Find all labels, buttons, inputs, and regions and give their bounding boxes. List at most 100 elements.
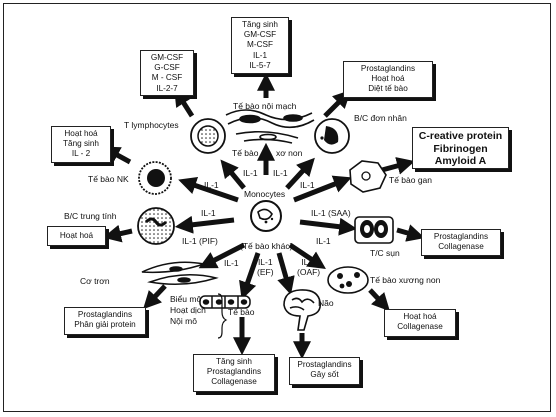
liver-cell [349,160,387,193]
label-il1-ef-line: (EF) [257,267,274,277]
arrow-neutro-out [102,224,133,243]
label-monocytes: Monocytes [244,189,286,199]
diagram-frame [3,3,551,412]
box-line: Hoạt hoá [371,74,405,84]
label-il1-f: IL-1 [316,236,331,246]
label-fibroblast-2: xơ non [276,148,303,158]
arrow-to-neutrophil [174,215,235,234]
label-epithelial-line: Biểu mô [170,294,202,304]
label-il1-d: IL-1 [300,180,315,190]
arrow-to-cartilage [299,217,358,236]
label-epithelial-group: Biểu mô Hoạt dịch Nội mô [170,294,206,327]
arrow-tlymph-out [174,87,195,118]
arrow-muscle-out [143,284,167,310]
endothelial-cells [225,109,315,144]
brain-icon [283,289,322,331]
arrow-osteo-out [368,288,390,312]
box-line: Collagenase [397,322,443,332]
box-cartilage-products: Prostaglandins Collagenase [421,229,501,256]
label-nk: Tế bào NK [88,174,129,184]
arrow-mono-out [323,89,352,118]
signal-arrows [101,72,425,360]
label-endothelial: Tế bào nội mạch [233,101,297,111]
box-line: Amyloid A [434,155,487,167]
neutrophil-cell [137,207,175,245]
label-il1-ef: IL-1 (EF) [257,257,274,277]
box-brain-products: Prostaglandins Gây sốt [289,357,360,385]
box-line: Prostaglandins [433,232,489,241]
smooth-muscle-cells [141,261,219,285]
box-line: M - CSF [151,73,183,83]
label-il1-pif: IL-1 (PIF) [182,236,218,246]
box-line: Tăng sinh [63,139,99,149]
box-osteoblast-products: Hoạt hoá Collagenase [384,309,456,337]
label-il1-oaf-line: (OAF) [297,267,321,277]
label-il1-a: IL-1 [243,168,258,178]
box-line: Prostaglandins [77,310,133,319]
arrow-to-mononuclear [285,157,315,190]
nk-cell [138,161,172,195]
box-line: Prostaglandins [297,360,352,369]
arrow-liver-out [381,157,415,175]
epithelial-cells [199,295,251,309]
label-smooth-muscle: Cơ trơn [80,276,110,286]
box-line: IL-2-7 [156,83,178,93]
box-line: Hoạt hoá [59,231,94,240]
cartilage-cells [354,216,394,244]
label-il1-e: IL-1 [201,208,216,218]
box-line: G-CSF [154,63,180,73]
arrow-cartilage-out [396,224,425,242]
t-lymphocyte-cell [190,118,226,154]
box-neutrophil-products: Hoạt hoá [47,226,106,246]
label-brain: Não [318,298,334,308]
arrow-nk-out [101,146,132,165]
box-endothelial-products: Tăng sinh GM-CSF M-CSF IL-1 IL-5-7 [231,17,289,74]
box-line: GM-CSF [150,53,184,62]
label-il1-c: IL-1 [204,180,219,190]
box-mononuclear-products: Prostaglandins Hoạt hoá Diệt tế bào [343,61,433,98]
monocyte-cell [250,200,282,232]
box-line: Tăng sinh [242,20,278,29]
arrow-to-smooth-muscle [198,242,246,269]
label-il1-ef-line: IL-1 [257,257,273,267]
arrow-to-liver [293,175,352,203]
box-line: Diệt tế bào [368,84,408,94]
box-nk-products: Hoạt hoá Tăng sinh IL - 2 [51,126,111,163]
box-line: Hoạt hoá [403,312,437,321]
box-line: IL-1 [252,50,268,60]
box-line: Phân giải protein [74,320,136,330]
label-il1-oaf-line: IL-1 [301,257,316,267]
label-il1-saa: IL-1 (SAA) [311,208,351,218]
box-smooth-muscle-products: Prostaglandins Phân giải protein [64,307,146,335]
box-line: Prostaglandins [360,64,416,73]
arrow-to-t-lymphocytes [220,159,246,190]
box-line: IL - 2 [71,149,91,159]
box-line: GM-CSF [243,30,277,40]
box-line: Fibrinogen [433,142,488,155]
box-line: Collagenase [211,377,257,387]
arrow-to-brain [276,252,295,295]
label-mononuclear: B/C đơn nhân [354,113,407,123]
label-liver: Tế bào gan [389,175,433,185]
box-line: IL-5-7 [249,60,271,70]
box-epithelial-products: Tăng sinh Prostaglandins Collagenase [193,354,275,392]
label-il1-b: IL-1 [273,168,288,178]
box-line: C-reative protein [418,130,503,142]
label-il1-oaf: IL-1 (OAF) [297,257,320,277]
arrow-to-osteoblast [288,242,326,269]
label-t-lymphocytes: T lymphocytes [124,120,179,130]
box-line: Gây sốt [310,370,339,380]
label-cartilage: T/C sụn [370,248,400,258]
box-line: Tăng sinh [216,357,252,366]
label-epithelial-line: Nội mô [170,316,197,326]
epithelial-bracket [217,293,228,339]
label-fibroblast-1: Tế bào [232,148,259,158]
osteoblast-cells [327,266,369,294]
box-t-lymphocyte-products: GM-CSF G-CSF M - CSF IL-2-7 [140,50,194,96]
arrow-to-nk [178,176,239,203]
label-osteoblast: Tế bào xương non [370,275,441,285]
box-line: M-CSF [247,40,273,50]
label-epithelial-line: Hoạt dịch [170,305,206,315]
mononuclear-cell [314,118,350,154]
